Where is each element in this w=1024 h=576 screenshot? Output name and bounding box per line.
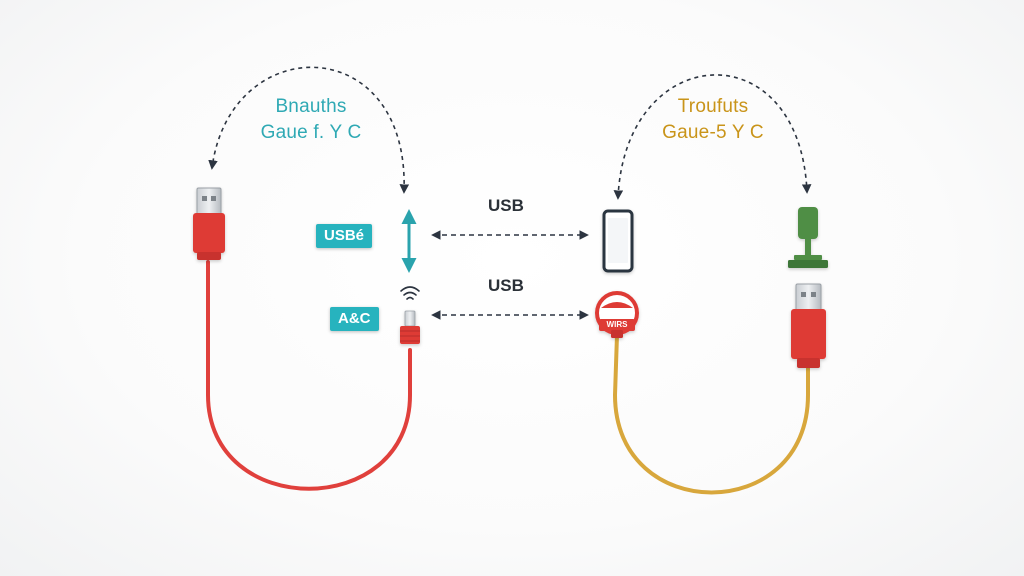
right-cable (612, 333, 810, 495)
link-label-bottom: USB (488, 276, 524, 295)
left-usb-connector (193, 187, 225, 260)
smartphone-icon (602, 209, 634, 273)
right-title-line2: Gaue-5 Y C (662, 122, 764, 143)
left-micro-connector (400, 310, 420, 344)
link-label-top: USB (488, 196, 524, 215)
tag-a-and-c: A&C (330, 307, 379, 331)
badge-label: WIRS (606, 320, 628, 329)
right-green-adapter (788, 207, 828, 268)
right-title-line1: Troufuts (677, 96, 749, 117)
left-loop-arrow (208, 66, 410, 194)
left-cable (206, 260, 412, 491)
right-title: Troufuts Gaue-5 Y C (638, 94, 788, 146)
right-usb-connector (791, 283, 826, 368)
right-loop-arrow (613, 74, 812, 200)
wifi-icon (400, 286, 420, 300)
tag-usb: USBé (316, 224, 373, 248)
left-title-line2: Gaue f. Y C (260, 122, 362, 143)
wirs-badge (595, 291, 639, 338)
left-title: Bnauths Gaue f. Y C (236, 94, 386, 146)
left-title-line1: Bnauths (275, 96, 347, 117)
